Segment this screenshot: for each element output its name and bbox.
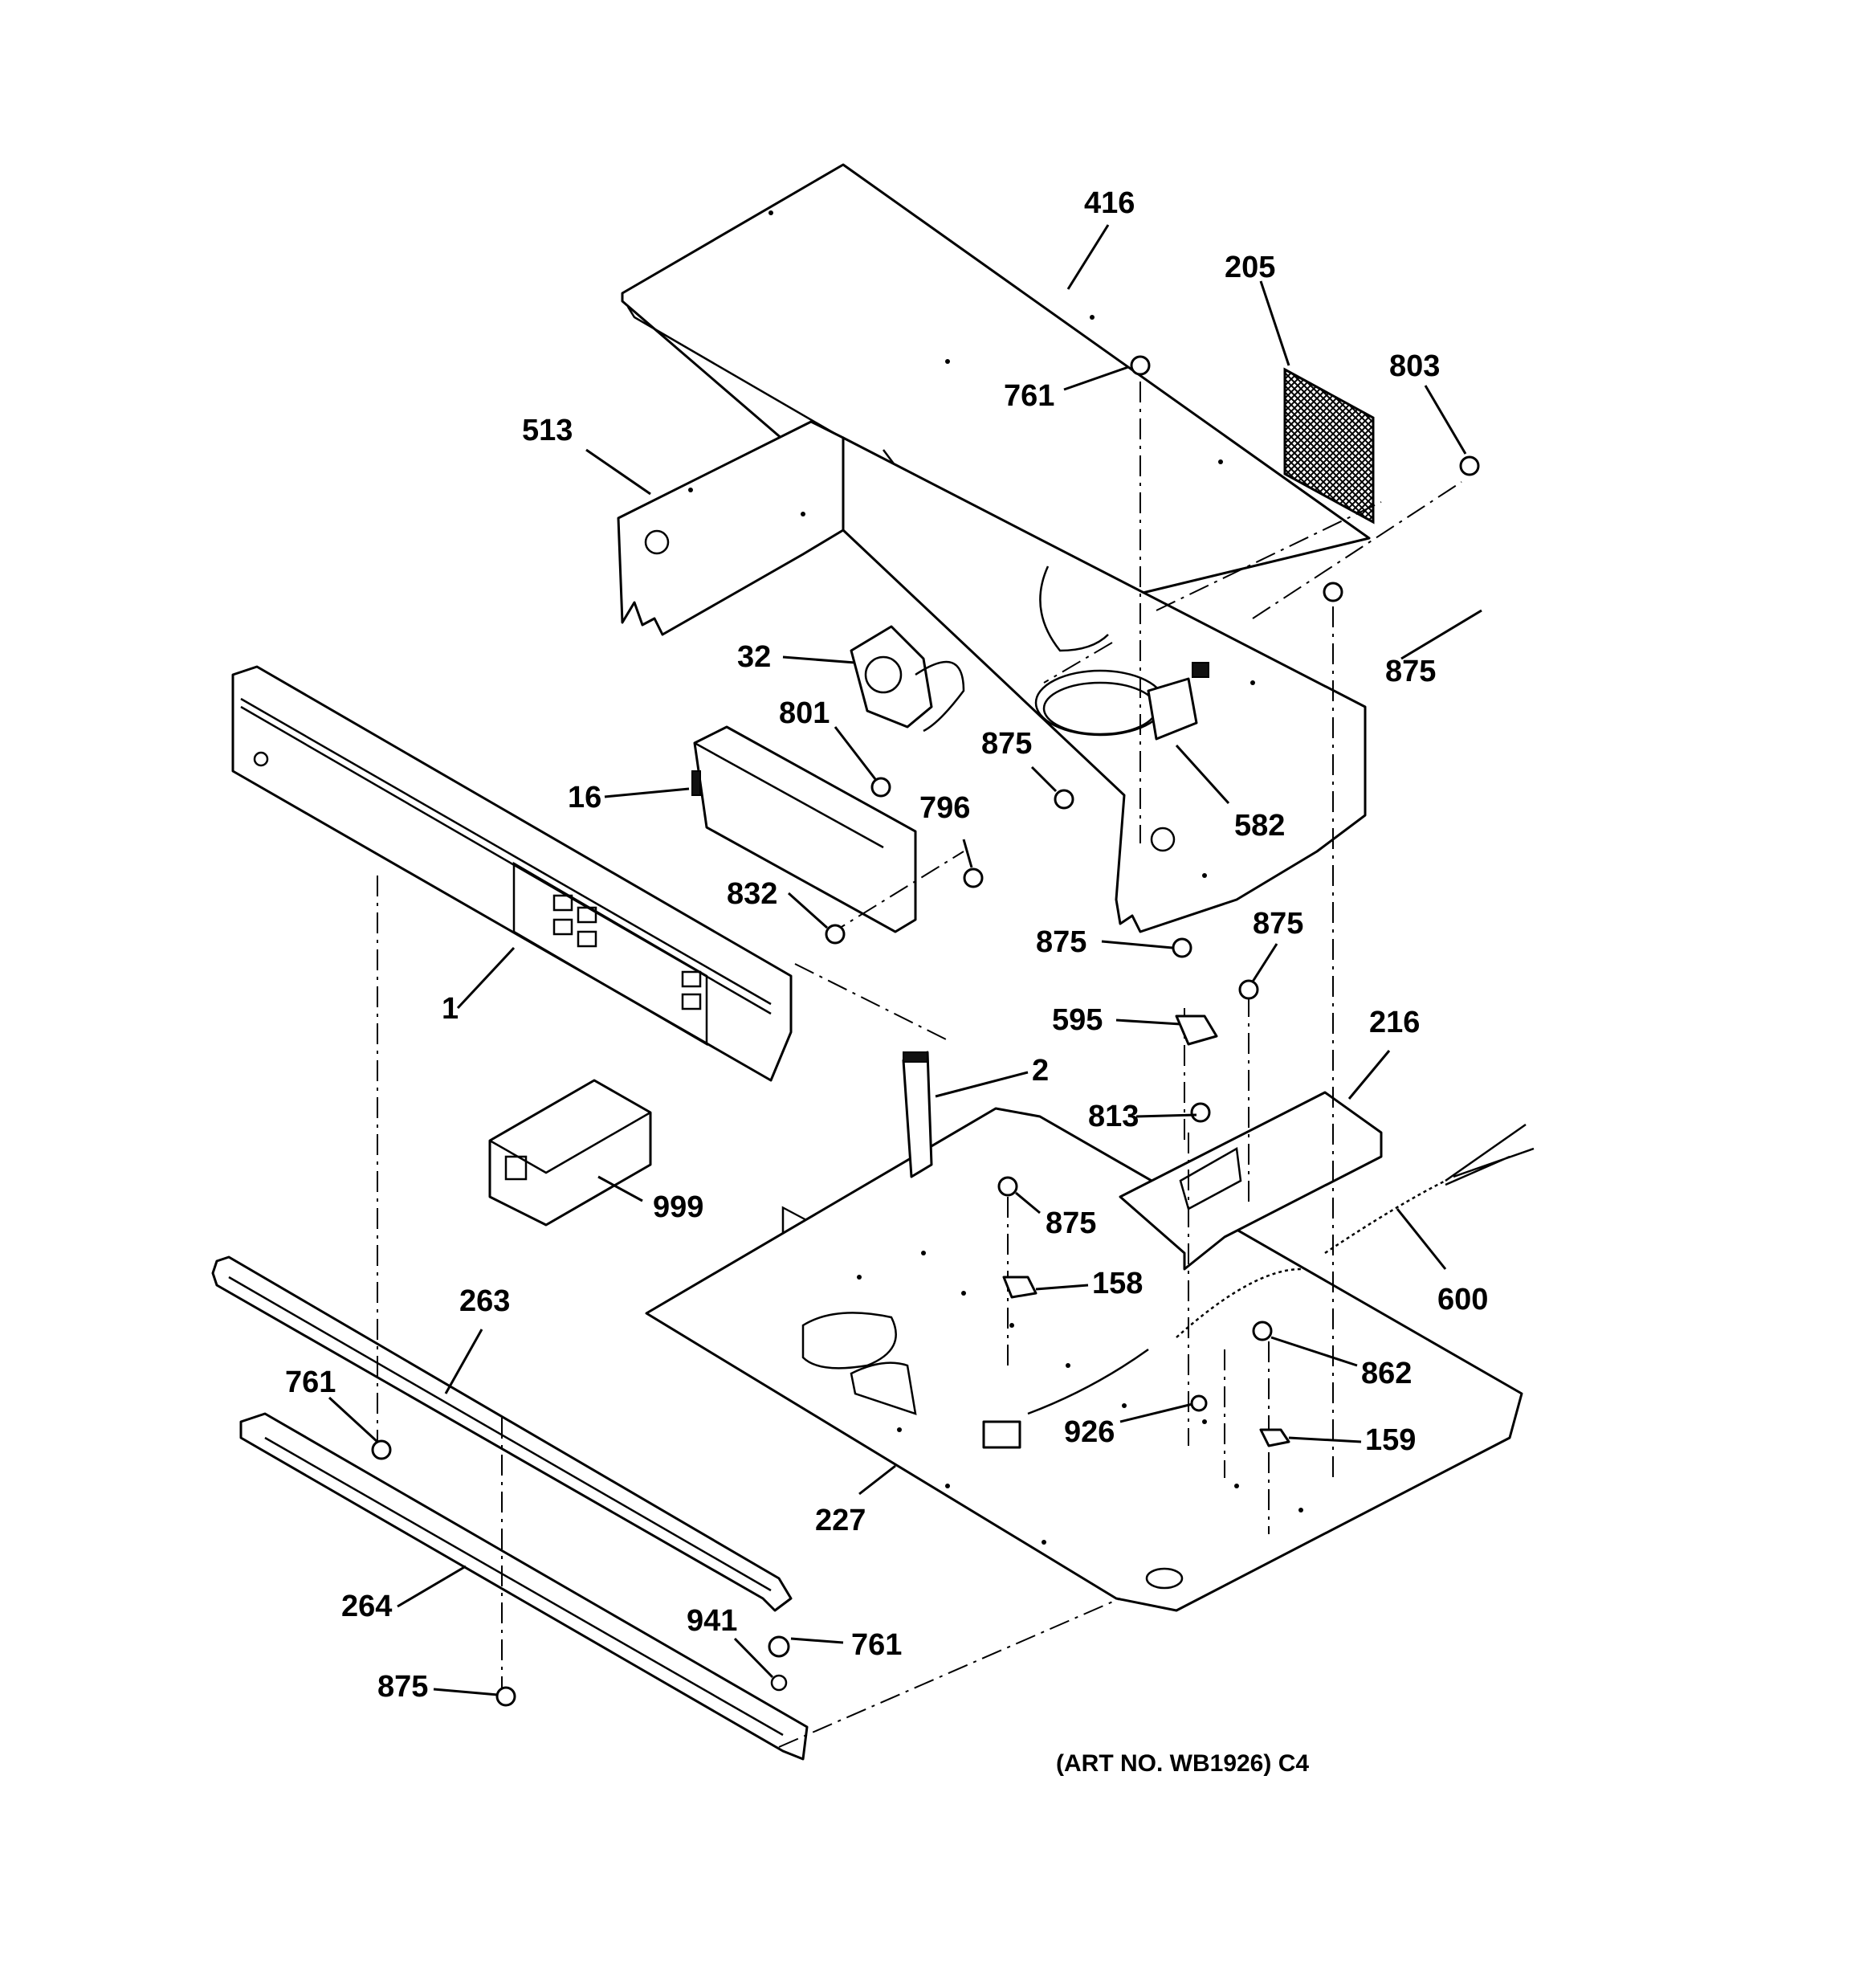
callout-875: 875 [377, 1670, 428, 1704]
callout-926: 926 [1064, 1415, 1115, 1449]
callout-582: 582 [1234, 809, 1285, 843]
callout-761: 761 [285, 1365, 336, 1399]
callout-875: 875 [1385, 655, 1436, 688]
callout-513: 513 [522, 414, 573, 447]
callout-16: 16 [568, 781, 601, 814]
callout-216: 216 [1369, 1006, 1420, 1039]
callout-158: 158 [1092, 1267, 1143, 1300]
callout-875: 875 [1046, 1206, 1096, 1240]
callout-2: 2 [1032, 1054, 1049, 1088]
rear-wrapper-513 [617, 420, 1367, 933]
cover-216 [1119, 1091, 1383, 1271]
bottom-panel-227 [645, 1107, 1523, 1612]
callout-862: 862 [1361, 1357, 1412, 1390]
callout-416: 416 [1084, 186, 1135, 220]
callout-595: 595 [1052, 1003, 1103, 1037]
callout-labels: 416 205 803 761 513 875 32 801 875 16 79… [285, 186, 1488, 1777]
control-panel-1 [231, 665, 793, 1082]
callout-803: 803 [1389, 349, 1440, 383]
callout-159: 159 [1365, 1423, 1416, 1457]
leader-lines [328, 224, 1482, 1696]
callout-32: 32 [737, 640, 771, 674]
vent-grille-205 [1283, 367, 1375, 525]
callout-227: 227 [815, 1504, 866, 1537]
callout-264: 264 [341, 1590, 392, 1623]
convection-motor-32 [850, 625, 965, 733]
trim-264 [239, 1412, 809, 1761]
callout-813: 813 [1088, 1100, 1139, 1133]
callout-796: 796 [919, 791, 970, 825]
fasteners [371, 355, 1480, 1707]
art-number-caption: (ART NO. WB1926) C4 [1056, 1750, 1309, 1777]
callout-875: 875 [981, 727, 1032, 761]
callout-761: 761 [1004, 379, 1054, 413]
callout-875: 875 [1036, 925, 1086, 959]
bracket-2 [902, 1051, 933, 1178]
callout-600: 600 [1437, 1283, 1488, 1316]
callout-263: 263 [459, 1284, 510, 1318]
manual-box-999 [488, 1079, 652, 1227]
callout-1: 1 [442, 992, 459, 1026]
control-board-16 [691, 725, 917, 1280]
callout-832: 832 [727, 877, 777, 911]
transformer-582 [1034, 662, 1209, 741]
callout-941: 941 [687, 1604, 737, 1638]
callout-205: 205 [1225, 251, 1275, 284]
callout-875: 875 [1253, 907, 1303, 941]
callout-801: 801 [779, 696, 830, 730]
wire-harness-600 [982, 1123, 1535, 1449]
callout-999: 999 [653, 1190, 703, 1224]
callout-761: 761 [851, 1628, 902, 1662]
